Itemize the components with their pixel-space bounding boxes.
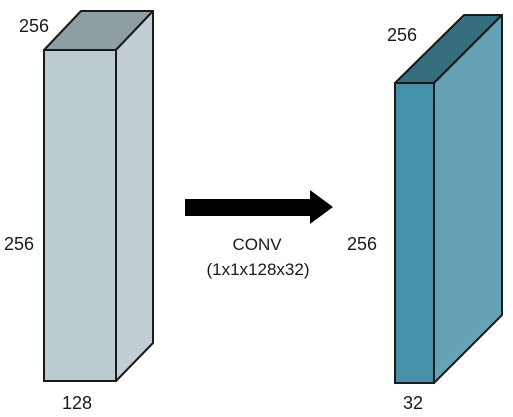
conv-operation-params: (1x1x128x32): [206, 260, 309, 279]
input-width-label: 128: [62, 393, 92, 413]
input-tensor-block: [43, 10, 154, 382]
conv-arrow-head: [310, 190, 333, 224]
output-depth-label: 256: [387, 25, 417, 45]
conv-operation-name: CONV: [232, 235, 282, 254]
conv-arrow: [185, 190, 333, 224]
input-height-label: 256: [4, 234, 34, 254]
input-block-side-face: [115, 10, 154, 382]
output-width-label: 32: [403, 393, 423, 413]
input-block-front-face: [43, 49, 117, 382]
conv-arrow-shaft: [185, 199, 313, 216]
output-tensor-block: [394, 14, 503, 384]
output-block-front-face: [394, 82, 435, 384]
output-height-label: 256: [347, 234, 377, 254]
input-depth-label: 256: [19, 16, 49, 36]
